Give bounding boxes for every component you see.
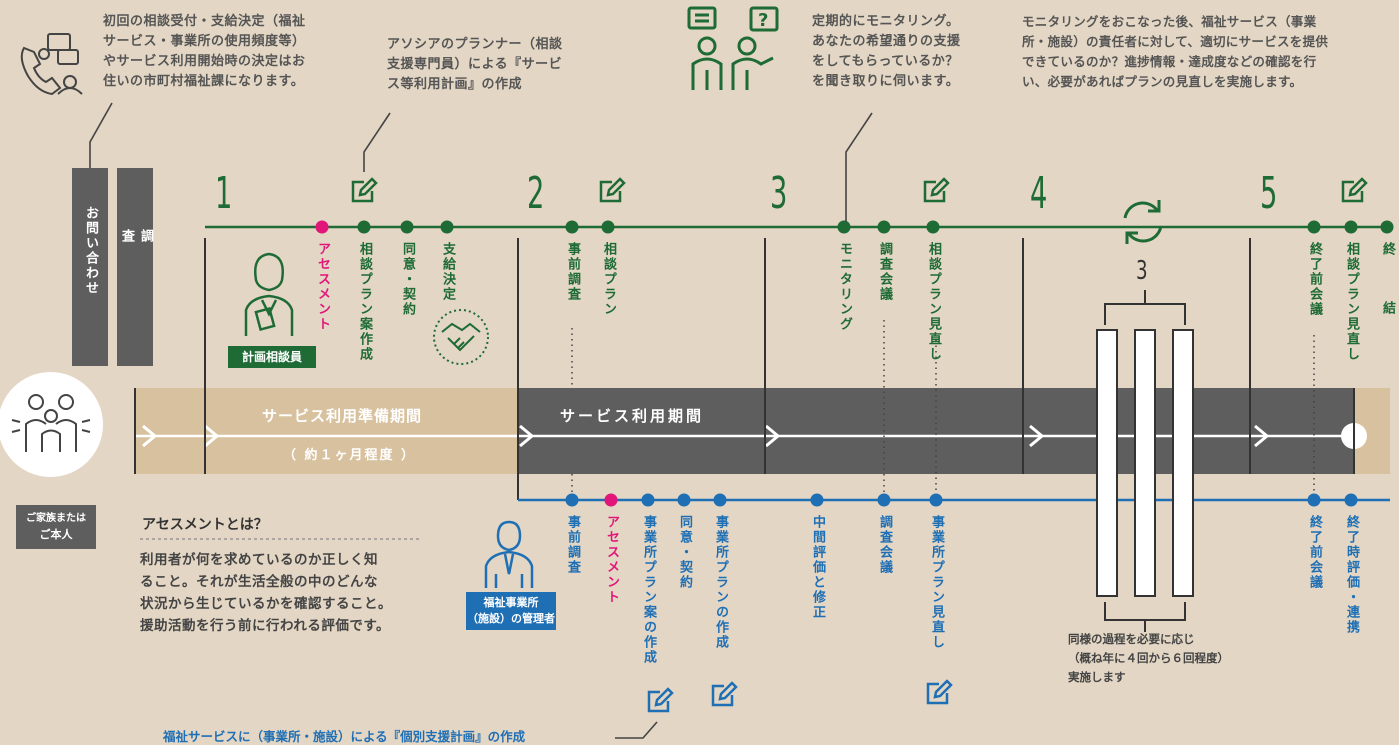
manager-man-icon <box>480 518 538 594</box>
step-4: 4 <box>1030 168 1048 219</box>
bottom-note: 福祉サービスに（事業所・施設）による『個別支援計画』の作成 <box>163 729 526 744</box>
label-plan-review-2: 相談プラン見直し <box>1344 242 1359 362</box>
svg-text:?: ? <box>758 10 768 31</box>
label-office-plan-review: 事業所プラン見直し <box>929 515 944 650</box>
label-plan-draft: 相談プラン案作成 <box>357 242 372 362</box>
edit-icon <box>710 681 738 712</box>
note-monitoring: 定期的にモニタリング。あなたの希望通りの支援をしてもらっているか？を聞き取りに伺… <box>812 14 961 89</box>
step-3: 3 <box>770 168 788 219</box>
prep-period-label: サービス利用準備期間 <box>262 407 423 425</box>
manager-badge: 福祉事業所（施設）の管理者 <box>466 592 556 630</box>
label-consult-plan: 相談プラン <box>601 242 616 317</box>
label-plan-review: 相談プラン見直し <box>926 242 941 362</box>
family-group-icon <box>0 372 103 477</box>
prep-period-sub: （ 約１ヶ月程度 ） <box>283 448 417 463</box>
edit-icon <box>925 679 953 710</box>
cycle-arrows-icon <box>1117 196 1169 252</box>
label-end-eval: 終了時評価・連携 <box>1344 515 1359 635</box>
family-box: ご家族またはご本人 <box>16 505 96 549</box>
label-pre-survey-green: 事前調査 <box>565 242 580 302</box>
label-midterm: 中間評価と修正 <box>810 515 825 620</box>
label-office-plan: 事業所プランの作成 <box>713 515 728 650</box>
edit-icon <box>598 177 626 208</box>
label-monitoring: モニタリング <box>837 242 852 332</box>
label-agreement-green: 同意・契約 <box>400 242 415 317</box>
label-office-plan-draft: 事業所プラン案の作成 <box>641 515 656 665</box>
edit-icon <box>350 177 378 208</box>
cycle-number: 3 <box>1136 256 1148 286</box>
label-pre-end-meeting-blue: 終了前会議 <box>1307 515 1322 590</box>
assessment-title: アセスメントとは？ <box>142 517 268 533</box>
use-period-band <box>518 388 1354 474</box>
consultation-people-icon: ? <box>685 4 795 104</box>
step-1: 1 <box>215 168 233 219</box>
inquiry-box: お問い合わせ <box>72 168 108 366</box>
label-pre-survey-blue: 事前調査 <box>565 515 580 575</box>
survey-label: 調査 <box>119 228 153 324</box>
edit-icon <box>1340 177 1368 208</box>
handshake-icon <box>432 308 490 370</box>
step-5: 5 <box>1260 168 1278 219</box>
label-agreement-blue: 同意・契約 <box>677 515 692 590</box>
note-review: モニタリングをおこなった後、福祉サービス（事業所・施設）の責任者に対して、適切に… <box>1022 14 1329 89</box>
chevron-arrows <box>142 424 1270 448</box>
use-period-label: サービス利用期間 <box>560 407 705 425</box>
planner-woman-icon <box>238 250 300 342</box>
note-planner: アソシアのプランナー（相談支援専門員）による『サービス等利用計画』の作成 <box>387 37 563 92</box>
label-end: 終結 <box>1380 242 1395 360</box>
label-survey-meeting-green: 調査会議 <box>877 242 892 302</box>
survey-box: 調査 <box>117 168 153 366</box>
edit-icon <box>922 177 950 208</box>
assessment-body: 利用者が何を求めているのか正しく知ること。それが生活全般の中のどんな状況から生じ… <box>140 552 392 634</box>
label-decision: 支給決定 <box>440 242 455 302</box>
phone-chat-icon <box>14 28 84 102</box>
edit-icon <box>646 687 674 718</box>
repeat-note: 同様の過程を必要に応じ（概ね年に４回から６回程度）実施します <box>1068 632 1229 684</box>
label-assessment-blue: アセスメント <box>604 515 619 605</box>
label-pre-end-meeting-green: 終了前会議 <box>1307 242 1322 317</box>
label-survey-meeting-blue: 調査会議 <box>877 515 892 575</box>
note-initial-consultation: 初回の相談受付・支給決定（福祉サービス・事業所の使用頻度等）やサービス利用開始時… <box>103 14 306 89</box>
repeat-bars <box>1096 290 1194 632</box>
label-assessment-green: アセスメント <box>315 242 330 332</box>
step-2: 2 <box>527 168 545 219</box>
planner-badge: 計画相談員 <box>228 346 316 368</box>
prep-period-band <box>135 388 520 474</box>
